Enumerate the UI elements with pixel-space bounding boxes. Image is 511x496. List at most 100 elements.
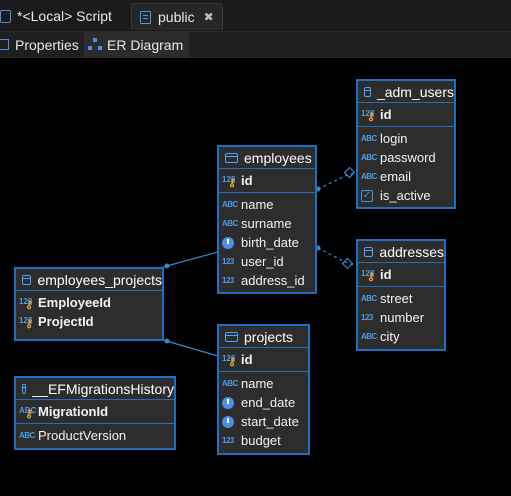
- column-id[interactable]: 123⚷id: [219, 350, 308, 369]
- column-project-id[interactable]: 123⚷ ProjectId: [16, 312, 162, 331]
- text-type-icon: ABC: [361, 134, 377, 143]
- text-type-icon: ABC: [361, 153, 377, 162]
- column-name: user_id: [241, 254, 284, 269]
- tab-local-script[interactable]: *<Local> Script: [0, 3, 116, 29]
- boolean-type-icon: ✓: [361, 189, 373, 202]
- column-migration-id[interactable]: ABC⚷MigrationId: [16, 402, 174, 421]
- column-name: id: [380, 107, 392, 122]
- column-name: ProjectId: [38, 314, 94, 329]
- column-name: street: [380, 291, 413, 306]
- primary-key-icon: 123⚷: [222, 353, 237, 368]
- column-id[interactable]: 123⚷ id: [358, 265, 444, 284]
- column-name: EmployeeId: [38, 295, 111, 310]
- column-name: start_date: [241, 414, 299, 429]
- tab-er-diagram-label: ER Diagram: [107, 36, 184, 53]
- entity-title: projects: [244, 328, 294, 345]
- entity-employees-projects[interactable]: employees_projects 123⚷ EmployeeId 123⚷ Pr…: [14, 267, 164, 341]
- table-icon: [364, 86, 371, 97]
- tab-public-label: public: [158, 9, 195, 25]
- column-user-id[interactable]: 123 user_id: [219, 252, 315, 271]
- tab-public[interactable]: public ✖: [131, 3, 223, 30]
- column-employee-id[interactable]: 123⚷ EmployeeId: [16, 293, 162, 312]
- entity-header: employees_projects: [16, 269, 162, 291]
- date-type-icon: [222, 236, 234, 249]
- column-birth-date[interactable]: birth_date: [219, 233, 315, 252]
- column-name: budget: [241, 433, 281, 448]
- properties-icon: [0, 39, 9, 50]
- pk-section: 123⚷id: [219, 348, 308, 372]
- text-type-icon: ABC: [222, 200, 238, 209]
- primary-key-icon: 123⚷: [222, 174, 237, 189]
- primary-key-icon: ABC⚷: [19, 405, 37, 420]
- date-type-icon: [222, 415, 234, 428]
- close-icon[interactable]: ✖: [203, 10, 214, 24]
- editor-sub-tab-bar: Properties ER Diagram: [0, 32, 511, 58]
- column-name: id: [380, 267, 392, 282]
- table-icon: [225, 331, 238, 342]
- date-type-icon: [222, 396, 234, 409]
- column-name: password: [380, 150, 436, 165]
- text-type-icon: ABC: [222, 379, 238, 388]
- column-name: name: [241, 197, 274, 212]
- tab-er-diagram[interactable]: ER Diagram: [84, 32, 190, 57]
- column-name: city: [380, 329, 400, 344]
- text-type-icon: ABC: [361, 172, 377, 181]
- pk-section: 123⚷id: [219, 169, 315, 193]
- column-name: birth_date: [241, 235, 299, 250]
- numeric-type-icon: 123: [222, 436, 234, 445]
- column-address-id[interactable]: 123 address_id: [219, 271, 315, 290]
- column-name: name: [241, 376, 274, 391]
- column-budget[interactable]: 123 budget: [219, 431, 308, 450]
- entity-ef-migrations-history[interactable]: __EFMigrationsHistory ABC⚷MigrationId AB…: [14, 376, 176, 450]
- entity-title: __EFMigrationsHistory: [32, 380, 174, 397]
- column-start-date[interactable]: start_date: [219, 412, 308, 431]
- column-is-active[interactable]: ✓ is_active: [358, 186, 454, 205]
- entity-title: addresses: [379, 243, 444, 260]
- column-id[interactable]: 123⚷id: [358, 105, 454, 124]
- column-name: address_id: [241, 273, 305, 288]
- table-icon: [22, 274, 32, 285]
- entity-header: __EFMigrationsHistory: [16, 378, 174, 400]
- text-type-icon: ABC: [19, 431, 35, 440]
- numeric-type-icon: 123: [222, 276, 234, 285]
- column-name: ProductVersion: [38, 428, 127, 443]
- table-icon: [22, 383, 27, 394]
- table-icon: [364, 246, 374, 257]
- primary-key-icon: 123⚷: [19, 296, 34, 311]
- er-diagram-icon: [88, 38, 102, 51]
- column-id[interactable]: 123⚷id: [219, 171, 315, 190]
- schema-icon: [140, 10, 151, 24]
- pk-section: ABC⚷MigrationId: [16, 400, 174, 424]
- entity-header: projects: [219, 326, 308, 348]
- tab-properties-label: Properties: [15, 36, 79, 53]
- entity-title: _adm_users: [376, 83, 454, 100]
- primary-key-icon: 123⚷: [19, 315, 34, 330]
- entity-header: employees: [219, 147, 315, 169]
- column-name: MigrationId: [38, 404, 109, 419]
- numeric-type-icon: 123: [222, 257, 234, 266]
- column-end-date[interactable]: end_date: [219, 393, 308, 412]
- tab-properties[interactable]: Properties: [0, 32, 83, 57]
- entity-title: employees: [244, 149, 312, 166]
- column-name: is_active: [380, 188, 431, 203]
- text-type-icon: ABC: [361, 332, 377, 341]
- entity-title: employees_projects: [37, 271, 162, 288]
- primary-key-icon: 123⚷: [361, 268, 376, 283]
